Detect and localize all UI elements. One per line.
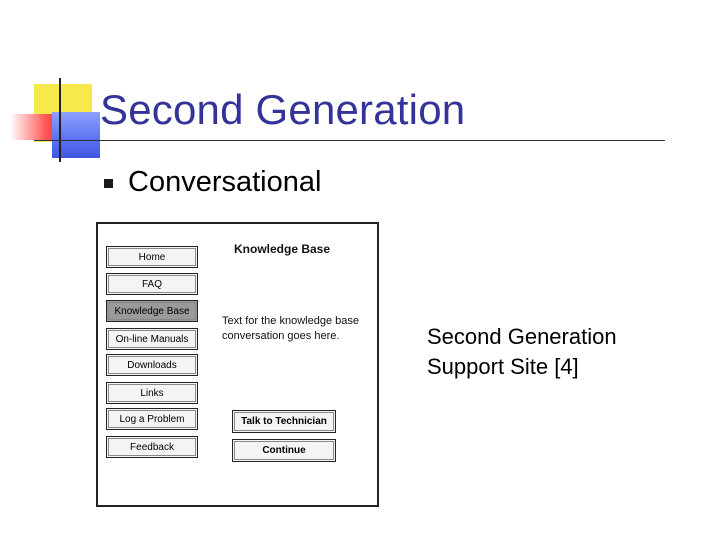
- bullet-text: Conversational: [128, 166, 322, 198]
- nav-button-log-a-problem[interactable]: Log a Problem: [106, 408, 198, 430]
- knowledge-base-heading: Knowledge Base: [234, 242, 331, 256]
- knowledge-base-text: Text for the knowledge base conversation…: [222, 315, 359, 342]
- nav-button-links[interactable]: Links: [106, 382, 198, 404]
- support-site-screenshot: Home FAQ Knowledge Base On-line Manuals …: [96, 222, 379, 507]
- nav-button-online-manuals[interactable]: On-line Manuals: [106, 328, 198, 350]
- talk-to-technician-button[interactable]: Talk to Technician: [232, 410, 336, 433]
- caption-line-2: Support Site [4]: [427, 354, 579, 379]
- title-decoration-vertical-line: [59, 78, 61, 162]
- caption-line-1: Second Generation: [427, 324, 617, 349]
- nav-button-faq[interactable]: FAQ: [106, 273, 198, 295]
- nav-button-downloads[interactable]: Downloads: [106, 354, 198, 376]
- bullet-square-icon: [104, 179, 113, 188]
- slide-title: Second Generation: [100, 86, 466, 133]
- nav-button-home[interactable]: Home: [106, 246, 198, 268]
- figure-caption: Second Generation Support Site [4]: [427, 322, 617, 382]
- title-underline: [34, 140, 665, 141]
- continue-button[interactable]: Continue: [232, 439, 336, 462]
- nav-button-feedback[interactable]: Feedback: [106, 436, 198, 458]
- title-decoration-red-bar: [10, 114, 54, 140]
- nav-button-knowledge-base[interactable]: Knowledge Base: [106, 300, 198, 322]
